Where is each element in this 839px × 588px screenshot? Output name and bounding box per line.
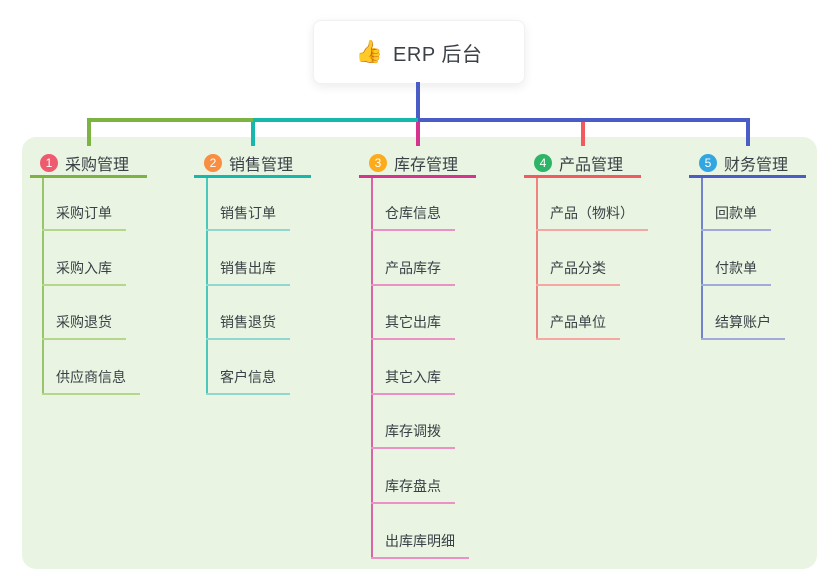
child-node-label: 回款单 xyxy=(701,204,771,231)
child-node[interactable]: 结算账户 xyxy=(701,313,785,340)
child-node-label: 产品单位 xyxy=(536,313,620,340)
child-node-label: 其它出库 xyxy=(371,313,455,340)
child-node-label: 产品库存 xyxy=(371,259,455,286)
branch-title: 销售管理 xyxy=(229,156,294,174)
child-node[interactable]: 其它入库 xyxy=(371,368,455,395)
child-node-label: 客户信息 xyxy=(206,368,290,395)
drop-line-inventory xyxy=(415,122,420,146)
branch-number-badge: 1 xyxy=(40,153,58,172)
child-node[interactable]: 客户信息 xyxy=(206,368,290,395)
branch-spine-line xyxy=(371,178,373,559)
child-node-label: 采购退货 xyxy=(42,313,126,340)
child-node-label: 仓库信息 xyxy=(371,204,455,231)
branch-node-purchase[interactable]: 1 采购管理 xyxy=(30,150,147,178)
root-connector-line xyxy=(415,82,420,122)
branch-title: 库存管理 xyxy=(394,156,459,174)
branch-node-finance[interactable]: 5 财务管理 xyxy=(689,150,806,178)
child-node-label: 销售出库 xyxy=(206,259,290,286)
child-node[interactable]: 供应商信息 xyxy=(42,368,140,395)
child-node-label: 结算账户 xyxy=(701,313,785,340)
child-node[interactable]: 库存盘点 xyxy=(371,477,455,504)
branch-spine-line xyxy=(206,178,208,395)
child-node-label: 付款单 xyxy=(701,259,771,286)
branch-node-sales[interactable]: 2 销售管理 xyxy=(194,150,311,178)
branch-spine-line xyxy=(536,178,538,340)
child-node[interactable]: 采购退货 xyxy=(42,313,126,340)
child-node[interactable]: 销售订单 xyxy=(206,204,290,231)
child-node[interactable]: 采购订单 xyxy=(42,204,126,231)
child-node-label: 销售退货 xyxy=(206,313,290,340)
child-node[interactable]: 产品库存 xyxy=(371,259,455,286)
child-node-label: 产品分类 xyxy=(536,259,620,286)
child-node-label: 采购入库 xyxy=(42,259,126,286)
drop-line-product xyxy=(580,122,585,146)
branch-spine-line xyxy=(42,178,44,395)
thumbs-up-icon: 👍 xyxy=(355,39,384,64)
child-node[interactable]: 付款单 xyxy=(701,259,771,286)
branch-spine-line xyxy=(701,178,703,340)
child-node[interactable]: 其它出库 xyxy=(371,313,455,340)
branch-node-product[interactable]: 4 产品管理 xyxy=(524,150,641,178)
bus-segment-finance xyxy=(417,118,750,122)
child-node-label: 库存盘点 xyxy=(371,477,455,504)
drop-line-sales xyxy=(250,122,255,146)
root-node[interactable]: 👍 ERP 后台 xyxy=(313,20,525,84)
child-node-label: 其它入库 xyxy=(371,368,455,395)
branch-number-badge: 4 xyxy=(534,153,552,172)
child-node[interactable]: 销售退货 xyxy=(206,313,290,340)
branch-number-badge: 5 xyxy=(699,153,717,172)
child-node[interactable]: 仓库信息 xyxy=(371,204,455,231)
branch-number-badge: 3 xyxy=(369,153,387,172)
bus-segment-sales xyxy=(252,118,418,122)
branch-title: 财务管理 xyxy=(724,156,789,174)
bus-segment-purchase xyxy=(86,118,253,122)
drop-line-finance xyxy=(745,122,750,146)
child-node-label: 出库库明细 xyxy=(371,532,469,559)
child-node[interactable]: 销售出库 xyxy=(206,259,290,286)
child-node-label: 采购订单 xyxy=(42,204,126,231)
branch-node-inventory[interactable]: 3 库存管理 xyxy=(359,150,476,178)
child-node[interactable]: 采购入库 xyxy=(42,259,126,286)
child-node[interactable]: 出库库明细 xyxy=(371,532,469,559)
child-node[interactable]: 库存调拨 xyxy=(371,422,455,449)
branch-number-badge: 2 xyxy=(204,153,222,172)
child-node[interactable]: 回款单 xyxy=(701,204,771,231)
child-node-label: 销售订单 xyxy=(206,204,290,231)
drop-line-purchase xyxy=(86,122,91,146)
child-node-label: 供应商信息 xyxy=(42,368,140,395)
child-node[interactable]: 产品分类 xyxy=(536,259,620,286)
child-node[interactable]: 产品单位 xyxy=(536,313,620,340)
child-node-label: 库存调拨 xyxy=(371,422,455,449)
branch-title: 采购管理 xyxy=(65,156,130,174)
root-node-label: ERP 后台 xyxy=(393,43,483,66)
child-node-label: 产品（物料） xyxy=(536,204,648,231)
branches-panel xyxy=(22,137,817,569)
branch-title: 产品管理 xyxy=(559,156,624,174)
child-node[interactable]: 产品（物料） xyxy=(536,204,648,231)
